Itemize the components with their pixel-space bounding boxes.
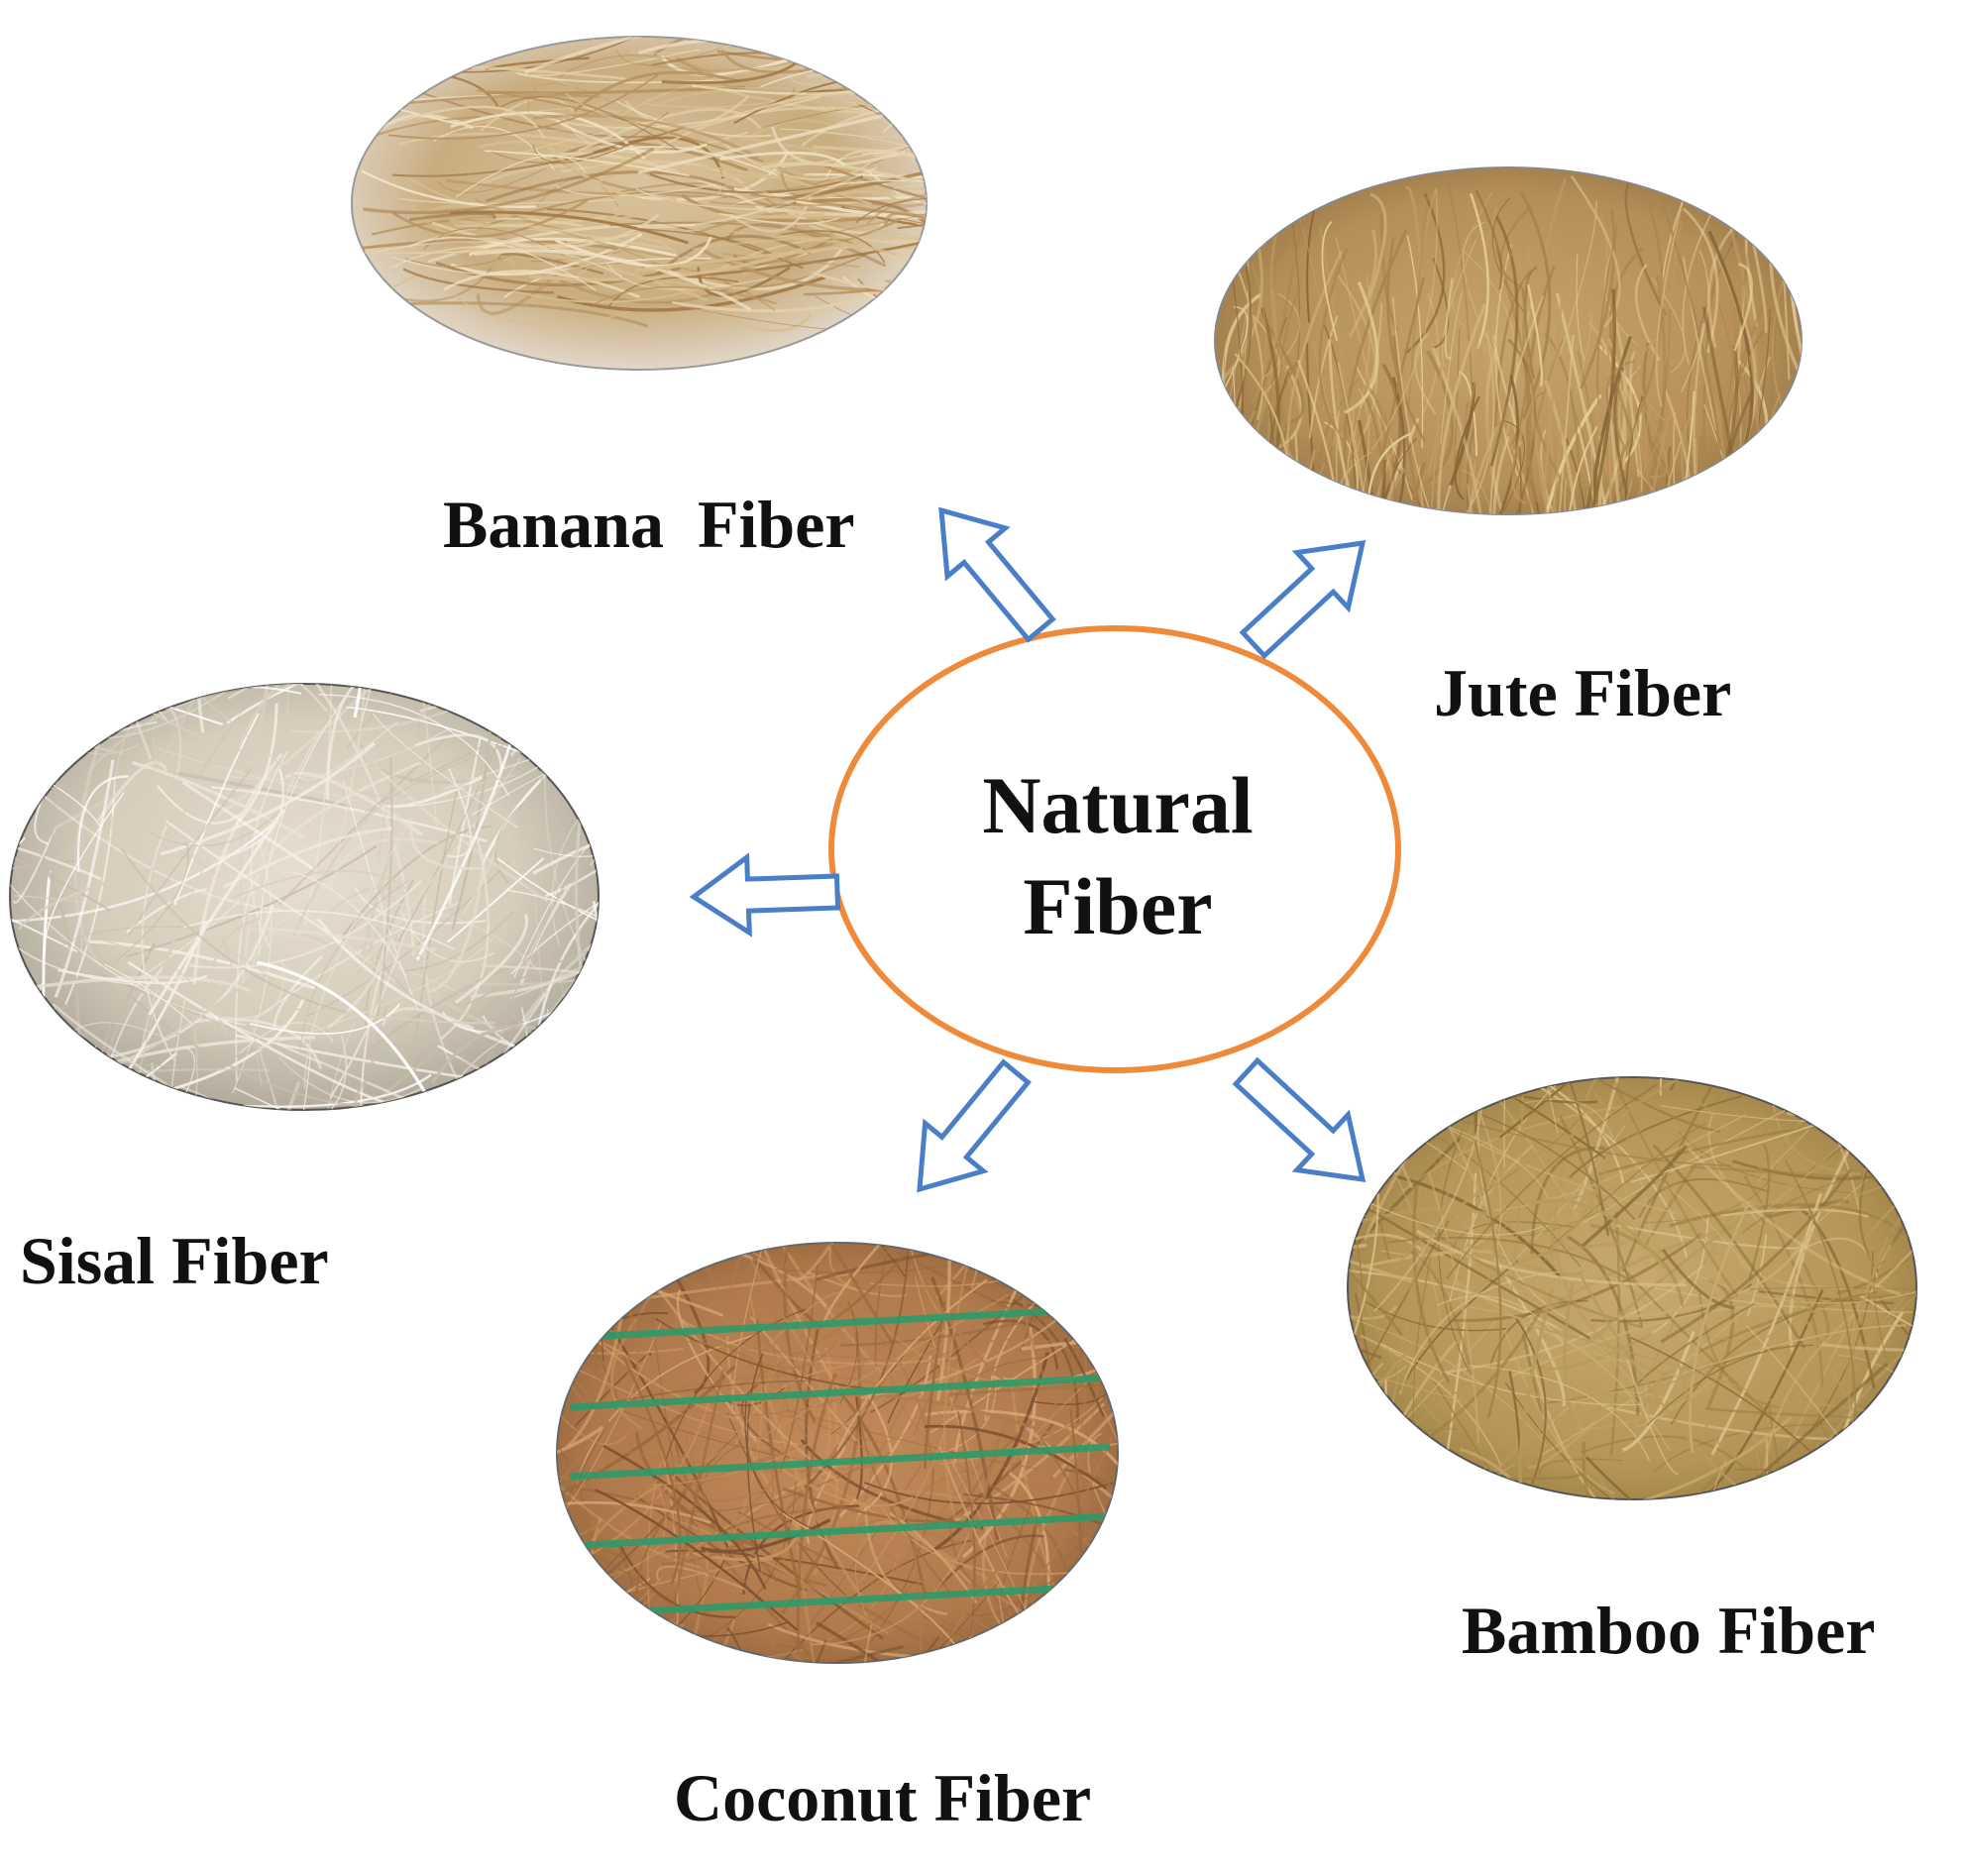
label-jute-text: Jute Fiber (1434, 655, 1731, 730)
center-label-line-2: Fiber (1023, 861, 1212, 951)
label-banana-text: Banana Fiber (443, 487, 855, 562)
banana-fiber-photo (351, 36, 928, 371)
central-node: Natural Fiber (828, 625, 1401, 1073)
label-coconut: Coconut Fiber (637, 1729, 1172, 1858)
label-bamboo-text: Bamboo Fiber (1462, 1593, 1875, 1668)
arrow-to-jute (1239, 540, 1366, 660)
coconut-fiber-photo (556, 1242, 1119, 1664)
label-bamboo: Bamboo Fiber (1427, 1566, 1962, 1690)
label-coconut-text: Coconut Fiber (674, 1760, 1091, 1835)
arrow-to-coconut (917, 1058, 1032, 1193)
label-jute: Jute Fiber (1397, 630, 1878, 754)
bamboo-fiber-photo (1347, 1076, 1917, 1500)
label-sisal-text: Sisal Fiber (20, 1223, 329, 1298)
arrow-to-sisal (689, 852, 841, 938)
arrow-to-bamboo (1232, 1056, 1366, 1182)
arrow-to-banana (938, 506, 1056, 643)
arrows (689, 506, 1366, 1193)
center-label-line-1: Natural (982, 760, 1253, 850)
label-banana: Banana Fiber (411, 474, 917, 583)
label-sisal: Sisal Fiber (0, 1194, 523, 1318)
